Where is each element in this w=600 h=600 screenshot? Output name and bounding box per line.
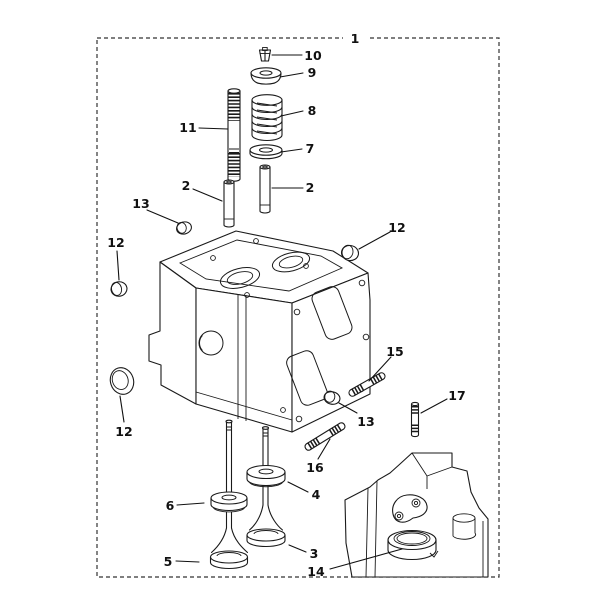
cup-plug-left-drawing — [110, 281, 128, 297]
valve-stem-seal-left-drawing — [210, 491, 248, 513]
valve-guide-left-drawing — [223, 179, 235, 228]
callout-5-valve-left: 5 — [164, 554, 173, 569]
valve-keeper-drawing — [258, 47, 272, 62]
callout-7-washer: 7 — [306, 141, 315, 156]
cylinder-head-block-drawing — [148, 230, 371, 433]
callout-8-spring: 8 — [308, 103, 317, 118]
callout-13-plug-lower: 13 — [357, 414, 374, 429]
valve-guide-right-drawing — [259, 164, 271, 214]
callout-2-guide-left: 2 — [182, 178, 191, 193]
callout-12-plug-left: 12 — [107, 235, 124, 250]
callout-11-stud: 11 — [179, 120, 196, 135]
callout-15-stud: 15 — [386, 344, 403, 359]
seal-ring-lower-left-drawing — [109, 367, 135, 395]
callout-6-seal-left: 6 — [166, 498, 175, 513]
callout-2-guide-right: 2 — [306, 180, 315, 195]
cup-plug-lower-right-drawing — [323, 390, 341, 405]
valve-left-drawing — [209, 419, 249, 570]
stud-vertical-drawing — [410, 401, 420, 438]
liner-seal-ring-drawing — [387, 529, 439, 561]
callout-17-stud: 17 — [448, 388, 465, 403]
callout-16-stud: 16 — [306, 460, 324, 475]
spring-seat-washer-drawing — [249, 144, 283, 160]
assembly-boundary-box — [96, 31, 500, 578]
valve-right-drawing — [246, 426, 286, 548]
cup-plug-upper-left-drawing — [176, 221, 192, 235]
callout-10-keeper: 10 — [304, 48, 322, 63]
callout-13-plug-upper: 13 — [132, 196, 149, 211]
spring-retainer-drawing — [250, 67, 282, 85]
cup-plug-right-drawing — [340, 244, 360, 262]
callout-4-seal-right: 4 — [312, 487, 321, 502]
crankcase-casting-drawing — [344, 452, 489, 578]
callout-3-valve-right: 3 — [310, 546, 319, 561]
stud-right-drawing — [348, 372, 386, 397]
callout-9-retainer: 9 — [308, 65, 317, 80]
valve-spring-drawing — [251, 94, 283, 142]
stud-lower-drawing — [304, 422, 346, 451]
valve-stem-seal-right-drawing — [246, 464, 286, 488]
callout-1-assembly: 1 — [351, 31, 360, 46]
callout-leader-lines — [116, 54, 448, 570]
callout-12-plug-right: 12 — [388, 220, 405, 235]
callout-12-seal-ring: 12 — [115, 424, 132, 439]
callout-14-liner-seal: 14 — [307, 564, 325, 579]
stud-upper-drawing — [227, 88, 241, 182]
callout-labels: 1 10 9 8 7 11 2 2 13 12 12 12 15 13 16 1… — [107, 31, 465, 579]
